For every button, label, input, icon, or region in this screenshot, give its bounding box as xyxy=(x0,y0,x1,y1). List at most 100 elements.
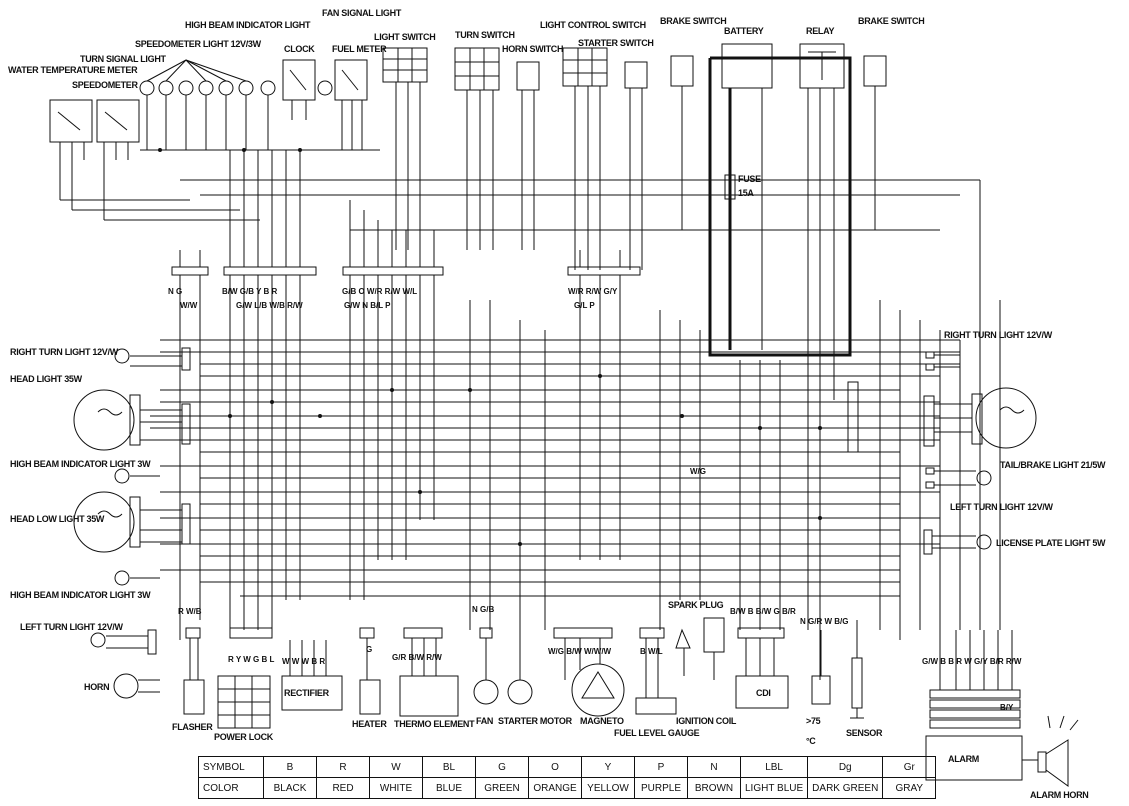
label-fuse: FUSE xyxy=(738,174,761,184)
label-fuel-meter: FUEL METER xyxy=(332,44,387,54)
label-starter-motor: STARTER MOTOR xyxy=(498,716,573,726)
battery-box xyxy=(721,43,773,350)
label-temp-threshold: >75 xyxy=(806,716,821,726)
tail-brake-light xyxy=(934,387,1037,449)
temperature-switch-box xyxy=(811,630,831,705)
starter-switch-box xyxy=(624,61,648,270)
legend-symbol: Gr xyxy=(882,756,937,778)
legend-symbol: B xyxy=(263,756,317,778)
label-cdi: CDI xyxy=(756,688,771,698)
label-relay: RELAY xyxy=(806,26,834,36)
label-fan: FAN xyxy=(476,716,493,726)
legend-symbol: BL xyxy=(422,756,476,778)
label-spark-plug: SPARK PLUG xyxy=(668,600,724,610)
label-water-temp-meter: WATER TEMPERATURE METER xyxy=(8,65,138,75)
wires-flasher: R W/B xyxy=(178,607,202,616)
wires-sensor: N G/R W B/G xyxy=(800,617,848,626)
legend-symbol: G xyxy=(475,756,529,778)
legend-color: ORANGE xyxy=(528,777,582,799)
label-horn-switch: HORN SWITCH xyxy=(502,44,563,54)
wires-conn2-top: B/W G/B Y B R xyxy=(222,287,277,296)
label-high-beam-indicator-top: HIGH BEAM INDICATOR LIGHT xyxy=(185,20,311,30)
brake-switch-left-box xyxy=(670,55,694,230)
label-rectifier: RECTIFIER xyxy=(284,688,330,698)
label-heater: HEATER xyxy=(352,719,387,729)
junction-dots xyxy=(158,148,822,546)
power-lock-box xyxy=(217,627,273,729)
label-head-low-light: HEAD LOW LIGHT 35W xyxy=(10,514,105,524)
wires-conn4-bottom: G/L P xyxy=(574,301,595,310)
label-sensor: SENSOR xyxy=(846,728,883,738)
left-turn-light-right xyxy=(925,467,992,489)
legend-symbol: Dg xyxy=(807,756,884,778)
legend-symbol-row: SYMBOL B R W BL G O Y P N LBL Dg Gr xyxy=(198,756,937,778)
label-left-turn-light-right: LEFT TURN LIGHT 12V/W xyxy=(950,502,1054,512)
label-thermo-element: THERMO ELEMENT xyxy=(394,719,475,729)
wires-alarm-bottom: B/Y xyxy=(1000,703,1014,712)
label-brake-switch-right: BRAKE SWITCH xyxy=(858,16,924,26)
fuse xyxy=(724,174,736,200)
light-switch-box xyxy=(382,47,428,250)
clock xyxy=(282,59,316,120)
high-beam-indicator-bottom xyxy=(114,570,160,586)
left-turn-light-left xyxy=(90,629,157,655)
label-speedometer-light: SPEEDOMETER LIGHT 12V/3W xyxy=(135,39,262,49)
legend-symbol: W xyxy=(369,756,423,778)
label-left-turn-light-left: LEFT TURN LIGHT 12V/W xyxy=(20,622,124,632)
wires-fan: N G/B xyxy=(472,605,494,614)
spark-plug-symbol xyxy=(675,617,725,680)
wires-conn3-top: G/B O W/R R/W W/L xyxy=(342,287,417,296)
wires-thermo: G/R B/W R/W xyxy=(392,653,442,662)
fuel-level-gauge-box xyxy=(635,627,677,715)
heater-box xyxy=(359,627,381,715)
label-high-beam-indicator-bottom: HIGH BEAM INDICATOR LIGHT 3W xyxy=(10,590,151,600)
speedometer xyxy=(96,99,140,160)
high-beam-indicator-mid xyxy=(114,468,160,484)
head-low-light xyxy=(73,491,191,553)
legend-symbol: LBL xyxy=(739,756,809,778)
fan-symbol xyxy=(473,627,499,705)
label-light-control-switch: LIGHT CONTROL SWITCH xyxy=(540,20,646,30)
magneto-symbol xyxy=(553,627,625,717)
label-tail-brake-light: TAIL/BRAKE LIGHT 21/5W xyxy=(1000,460,1106,470)
wires-alarm: G/W B B R W G/Y B/R R/W xyxy=(922,657,1022,666)
label-right-turn-light-right: RIGHT TURN LIGHT 12V/W xyxy=(944,330,1053,340)
legend-symbol: P xyxy=(634,756,688,778)
wires-power-lock: R Y W G B L xyxy=(228,655,274,664)
label-speedometer: SPEEDOMETER xyxy=(72,80,139,90)
wires-cdi: B/W B B/W G B/R xyxy=(730,607,796,616)
legend-color: BLACK xyxy=(263,777,317,799)
wires-fuel: B W/L xyxy=(640,647,663,656)
legend-color-row: COLOR BLACK RED WHITE BLUE GREEN ORANGE … xyxy=(198,777,937,799)
legend-color: WHITE xyxy=(369,777,423,799)
sensor-symbol xyxy=(850,620,864,719)
label-clock: CLOCK xyxy=(284,44,315,54)
right-turn-light-left xyxy=(114,347,191,371)
label-starter-switch: STARTER SWITCH xyxy=(578,38,654,48)
label-fan-signal-light: FAN SIGNAL LIGHT xyxy=(322,8,402,18)
legend-symbol-header: SYMBOL xyxy=(198,756,264,778)
main-harness xyxy=(150,180,1001,680)
starter-motor-symbol xyxy=(507,660,533,705)
connector-blocks xyxy=(171,266,641,276)
indicator-bulbs xyxy=(139,59,276,150)
legend-color: YELLOW xyxy=(581,777,635,799)
legend-color: BROWN xyxy=(687,777,741,799)
label-temp-unit: °C xyxy=(806,736,816,746)
light-control-switch-box xyxy=(562,47,608,270)
cdi-box xyxy=(735,627,789,709)
wires-conn1-top: N G xyxy=(168,287,182,296)
legend-symbol: Y xyxy=(581,756,635,778)
label-fuse-rating: 15A xyxy=(738,188,754,198)
label-battery: BATTERY xyxy=(724,26,764,36)
label-alarm: ALARM xyxy=(948,754,979,764)
legend-color: DARK GREEN xyxy=(807,777,884,799)
right-connector xyxy=(847,381,935,453)
rectifier-box xyxy=(281,640,343,711)
horn-switch-box xyxy=(516,61,540,250)
label-head-light: HEAD LIGHT 35W xyxy=(10,374,83,384)
right-turn-light-right xyxy=(925,351,960,371)
label-high-beam-indicator-mid: HIGH BEAM INDICATOR LIGHT 3W xyxy=(10,459,151,469)
turn-switch-box xyxy=(454,47,500,250)
